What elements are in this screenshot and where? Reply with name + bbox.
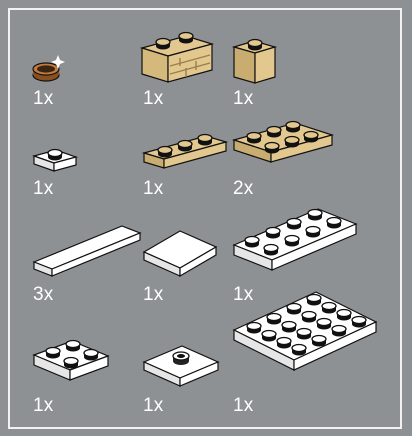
tan-brick-1x1-icon — [234, 40, 275, 84]
quantity-label: 3x — [33, 285, 53, 304]
quantity-label: 2x — [233, 179, 253, 198]
white-jumper-2x2-icon — [144, 346, 218, 386]
tan-plate-2x3-icon — [234, 122, 332, 163]
white-tile-2x2-icon — [144, 231, 216, 276]
quantity-label: 1x — [143, 396, 163, 415]
quantity-label: 1x — [143, 285, 163, 304]
tan-masonry-brick-icon — [142, 33, 212, 83]
copper-round-tile-icon — [33, 55, 65, 81]
quantity-label: 1x — [233, 396, 253, 415]
white-plate-1x1-icon — [34, 150, 76, 172]
white-plate-2x4-icon — [234, 209, 356, 270]
quantity-label: 1x — [233, 285, 253, 304]
white-plate-2x2-icon — [34, 341, 108, 381]
white-tile-1x4-icon — [34, 226, 140, 276]
quantity-label: 1x — [33, 179, 53, 198]
quantity-label: 1x — [143, 89, 163, 108]
tan-plate-1x3-icon — [144, 135, 226, 169]
quantity-label: 1x — [143, 179, 163, 198]
white-plate-4x4-icon — [234, 292, 376, 370]
quantity-label: 1x — [33, 89, 53, 108]
quantity-label: 1x — [33, 396, 53, 415]
quantity-label: 1x — [233, 89, 253, 108]
